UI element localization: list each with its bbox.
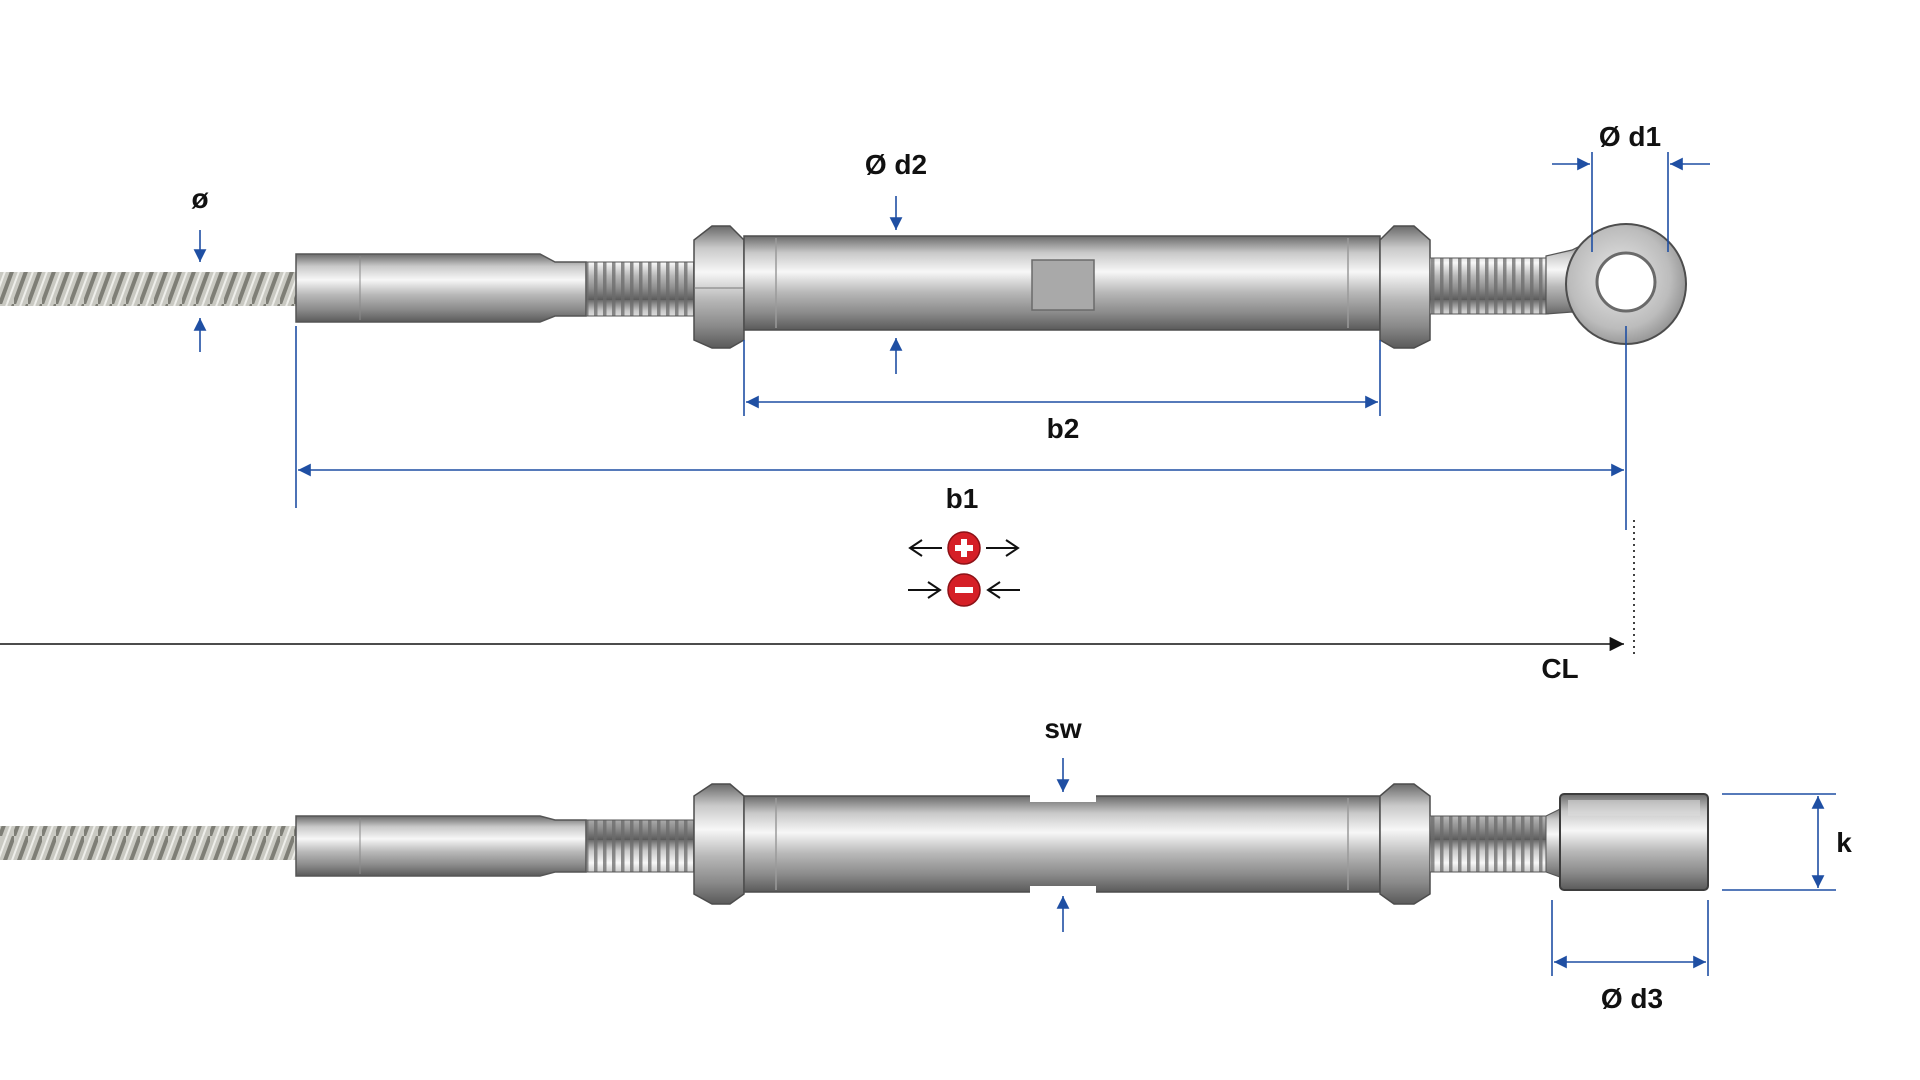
right-thread-top: [1429, 257, 1549, 315]
k-label: k: [1836, 827, 1852, 858]
inspection-window: [1031, 259, 1095, 311]
minus-circle-icon: [908, 573, 1020, 607]
plus-circle-icon: [908, 531, 1020, 565]
top-dimensions: [193, 152, 1710, 530]
d3-label: Ø d3: [1601, 983, 1663, 1014]
b1-label: b1: [946, 483, 979, 514]
swage-terminal-side: [295, 815, 587, 877]
left-hex-nut-top: [693, 225, 745, 349]
turnbuckle-side-view: [0, 783, 1709, 905]
eye-end-side: [1559, 793, 1709, 891]
turnbuckle-body-side: [743, 795, 1381, 893]
wire-rope-side: [0, 826, 298, 860]
turnbuckle-top-view: [0, 223, 1687, 349]
b2-label: b2: [1047, 413, 1080, 444]
side-dimensions: [1056, 758, 1836, 976]
sw-label: sw: [1044, 713, 1082, 744]
d2-label: Ø d2: [865, 149, 927, 180]
right-hex-nut-side: [1379, 783, 1431, 905]
right-hex-nut-top: [1379, 225, 1431, 349]
right-thread-side: [1429, 815, 1549, 873]
swage-terminal-top: [295, 253, 587, 323]
left-hex-nut-side: [693, 783, 745, 905]
left-thread-top: [585, 261, 695, 317]
wire-rope-top: [0, 272, 298, 306]
centerline-label: CL: [1541, 653, 1578, 684]
cable-diameter-label: ø: [191, 183, 208, 214]
wrench-flat-top: [1030, 792, 1096, 802]
eye-hole: [1595, 251, 1657, 313]
adjustment-indicators: [908, 531, 1020, 607]
wrench-flat-bottom: [1030, 886, 1096, 896]
d1-label: Ø d1: [1599, 121, 1661, 152]
left-thread-side: [585, 819, 695, 873]
